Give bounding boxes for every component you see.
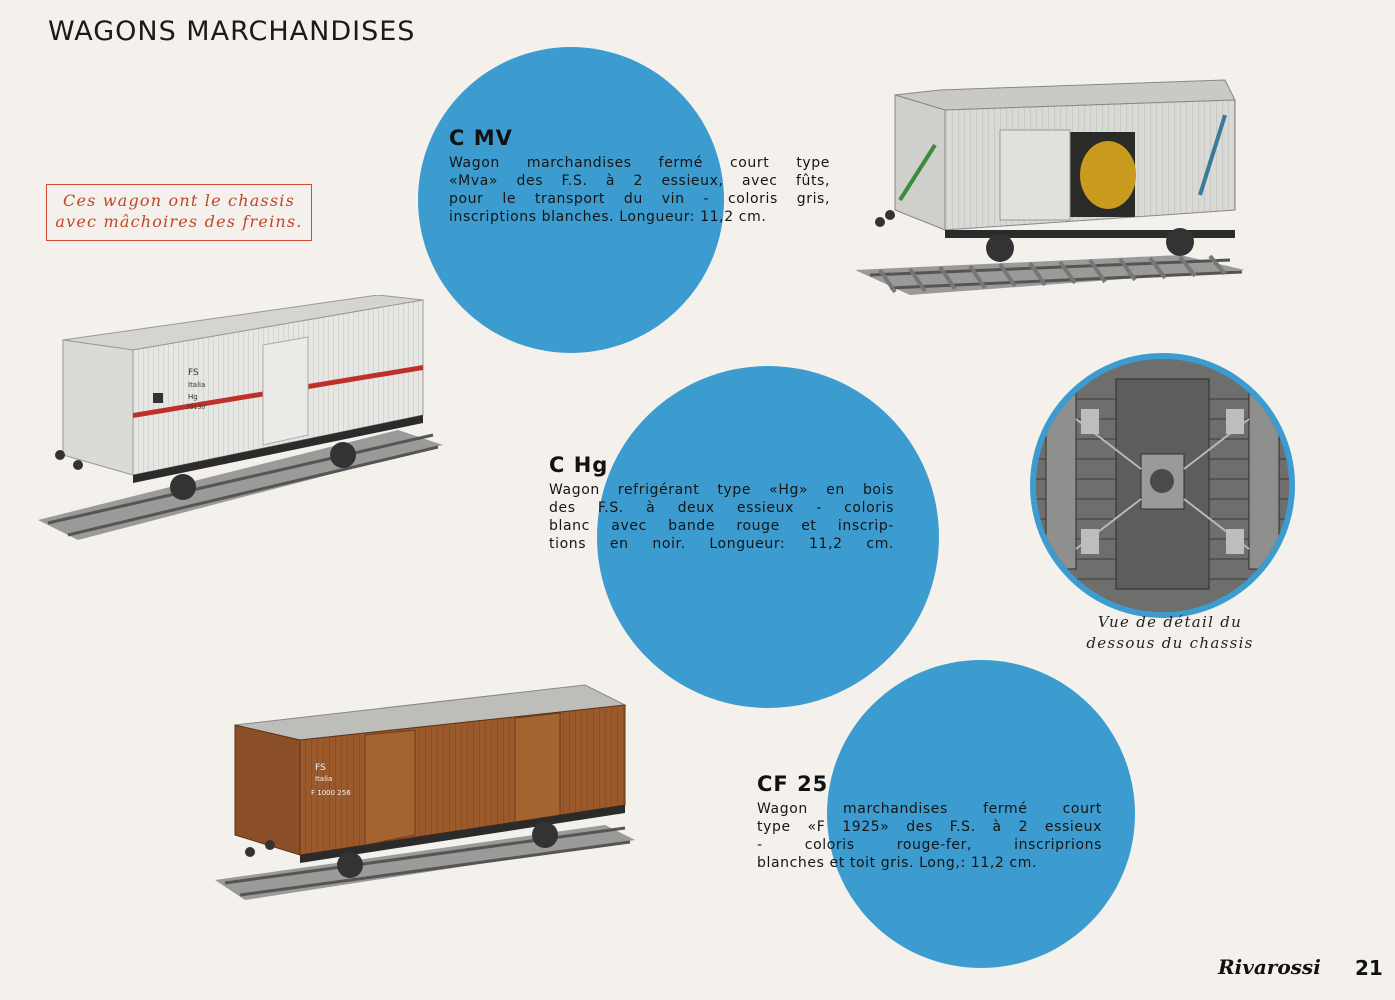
detail-caption: Vue de détail du dessous du chassis	[1060, 612, 1280, 654]
description-line: Wagon marchandises fermé court	[757, 801, 1102, 817]
f-number-marking: F 1000 256	[311, 789, 351, 797]
blue-circle-chg	[597, 366, 939, 708]
brand-logo: Rivarossi	[1218, 955, 1321, 979]
description-line: «Mva» des F.S. à 2 essieux, avec fûts,	[449, 173, 830, 189]
wagon-cmv-image	[855, 79, 1245, 295]
f-italia-marking: Italia	[315, 775, 332, 783]
description-line: tions en noir. Longueur: 11,2 cm.	[549, 536, 894, 552]
note-line-2: avec mâchoires des freins.	[55, 212, 303, 231]
description-line: des F.S. à deux essieux - coloris	[549, 500, 894, 516]
caption-line-2: dessous du chassis	[1086, 634, 1254, 652]
brake-chassis-note: Ces wagon ont le chassis avec mâchoires …	[46, 184, 312, 241]
hg-fs-marking: FS	[188, 368, 199, 378]
product-chg: C Hg Wagon refrigérant type «Hg» en bois…	[549, 453, 894, 553]
product-code: C MV	[449, 126, 513, 150]
page-title: WAGONS MARCHANDISES	[48, 16, 416, 47]
product-cmv: C MV Wagon marchandises fermé court type…	[449, 126, 830, 226]
blue-circle-cf25	[827, 660, 1135, 968]
product-description: Wagon marchandises fermé court type «F 1…	[757, 800, 1102, 872]
description-line: blanches et toit gris. Long,: 11,2 cm.	[757, 855, 1038, 871]
description-line: type «F 1925» des F.S. à 2 essieux	[757, 819, 1102, 835]
wagon-chg-image: FS Italia Hg 39130	[38, 295, 443, 540]
product-code: CF 25	[757, 772, 829, 796]
product-code: C Hg	[549, 453, 609, 477]
description-line: blanc avec bande rouge et inscrip-	[549, 518, 894, 534]
wagon-cf25-image: FS Italia F 1000 256	[215, 684, 635, 900]
description-line: Wagon refrigérant type «Hg» en bois	[549, 482, 894, 498]
product-description: Wagon marchandises fermé court type «Mva…	[449, 154, 830, 226]
hg-italia-marking: Italia	[188, 381, 205, 389]
chassis-detail-photo	[1030, 353, 1295, 618]
description-line: inscriptions blanches. Longueur: 11,2 cm…	[449, 209, 767, 225]
product-description: Wagon refrigérant type «Hg» en bois des …	[549, 481, 894, 553]
description-line: - coloris rouge-fer, inscriprions	[757, 837, 1102, 853]
page-number: 21	[1355, 956, 1383, 980]
f-fs-marking: FS	[315, 763, 326, 773]
note-line-1: Ces wagon ont le chassis	[63, 191, 295, 210]
hg-type-marking: Hg	[188, 393, 198, 401]
product-cf25: CF 25 Wagon marchandises fermé court typ…	[757, 772, 1102, 872]
description-line: pour le transport du vin - coloris gris,	[449, 191, 830, 207]
blue-circle-cmv	[418, 47, 724, 353]
hg-number-marking: 39130	[186, 404, 205, 411]
description-line: Wagon marchandises fermé court type	[449, 155, 830, 171]
caption-line-1: Vue de détail du	[1097, 613, 1243, 631]
